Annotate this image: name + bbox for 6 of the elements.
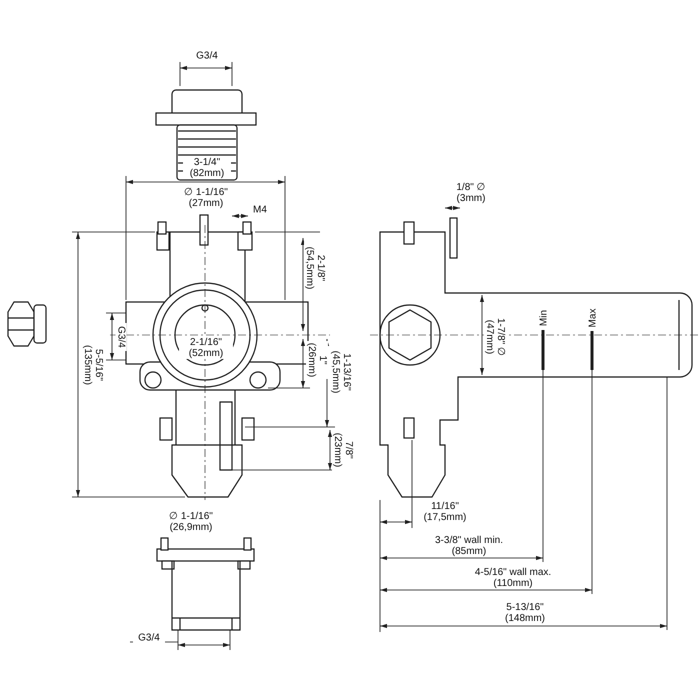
dimension-label: 3-1/4" (82mm) — [183, 157, 231, 179]
dimension-label: 1-7/8" ∅ (47mm) — [484, 316, 506, 358]
dimension-label: G3/4 — [116, 323, 126, 351]
dimension-label: G3/4 — [133, 632, 165, 644]
dimension-label: 1" (26mm) — [306, 341, 328, 379]
dimension-label: 2-1/16" (52mm) — [179, 337, 233, 359]
